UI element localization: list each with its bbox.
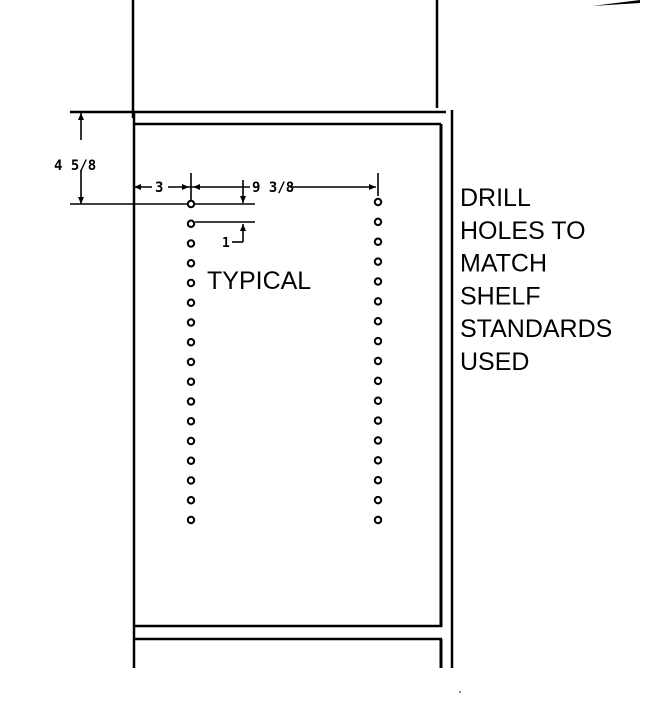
drill-holes bbox=[186, 197, 383, 525]
right-drill-hole bbox=[373, 277, 383, 286]
drill-note: DRILL HOLES TO MATCH SHELF STANDARDS USED bbox=[460, 184, 612, 376]
left-drill-hole bbox=[186, 199, 196, 209]
left-drill-hole bbox=[186, 515, 196, 525]
dim-top-offset: 4 5/8 bbox=[54, 158, 96, 174]
speck bbox=[459, 691, 461, 693]
left-drill-hole bbox=[186, 436, 196, 446]
left-drill-hole bbox=[186, 219, 196, 228]
note-line: MATCH bbox=[460, 250, 547, 278]
note-line: STANDARDS bbox=[460, 315, 612, 343]
cabinet-outline bbox=[70, 0, 454, 668]
right-drill-hole bbox=[373, 396, 383, 405]
left-drill-hole bbox=[186, 298, 196, 307]
right-drill-hole bbox=[373, 476, 383, 485]
right-drill-hole bbox=[373, 456, 383, 465]
right-drill-hole bbox=[373, 336, 383, 346]
right-drill-hole bbox=[373, 436, 383, 445]
right-drill-hole bbox=[373, 376, 383, 386]
left-drill-hole bbox=[186, 318, 196, 327]
left-drill-hole bbox=[186, 239, 196, 248]
right-drill-hole bbox=[373, 495, 383, 505]
dimension-lines bbox=[70, 113, 379, 243]
right-drill-hole bbox=[373, 515, 383, 525]
left-drill-hole bbox=[186, 397, 196, 406]
dimension-arrows bbox=[78, 113, 376, 231]
left-drill-hole bbox=[186, 259, 196, 268]
dim-hole-spacing: 1 bbox=[222, 236, 230, 251]
right-drill-hole bbox=[373, 197, 383, 207]
note-line: SHELF bbox=[460, 282, 541, 310]
dim-side-offset: 3 bbox=[155, 180, 163, 196]
right-drill-hole bbox=[373, 297, 383, 306]
left-drill-hole bbox=[186, 496, 196, 505]
right-drill-hole bbox=[373, 416, 383, 425]
right-drill-hole bbox=[373, 356, 383, 366]
right-drill-hole bbox=[373, 217, 383, 227]
note-line: HOLES TO bbox=[460, 217, 586, 245]
left-drill-hole bbox=[186, 456, 196, 465]
typical-label: TYPICAL bbox=[207, 267, 311, 295]
left-drill-hole bbox=[186, 377, 196, 386]
left-drill-hole bbox=[186, 357, 196, 367]
arrow-fragment bbox=[592, 0, 640, 6]
right-drill-hole bbox=[373, 237, 383, 246]
left-drill-hole bbox=[186, 338, 196, 347]
dim-column-spacing: 9 3/8 bbox=[252, 180, 294, 196]
right-drill-hole bbox=[373, 317, 383, 326]
note-line: USED bbox=[460, 348, 529, 376]
left-drill-hole bbox=[186, 278, 196, 288]
left-drill-hole bbox=[186, 417, 196, 426]
right-drill-hole bbox=[373, 257, 383, 266]
note-line: DRILL bbox=[460, 184, 531, 212]
left-drill-hole bbox=[186, 476, 196, 485]
